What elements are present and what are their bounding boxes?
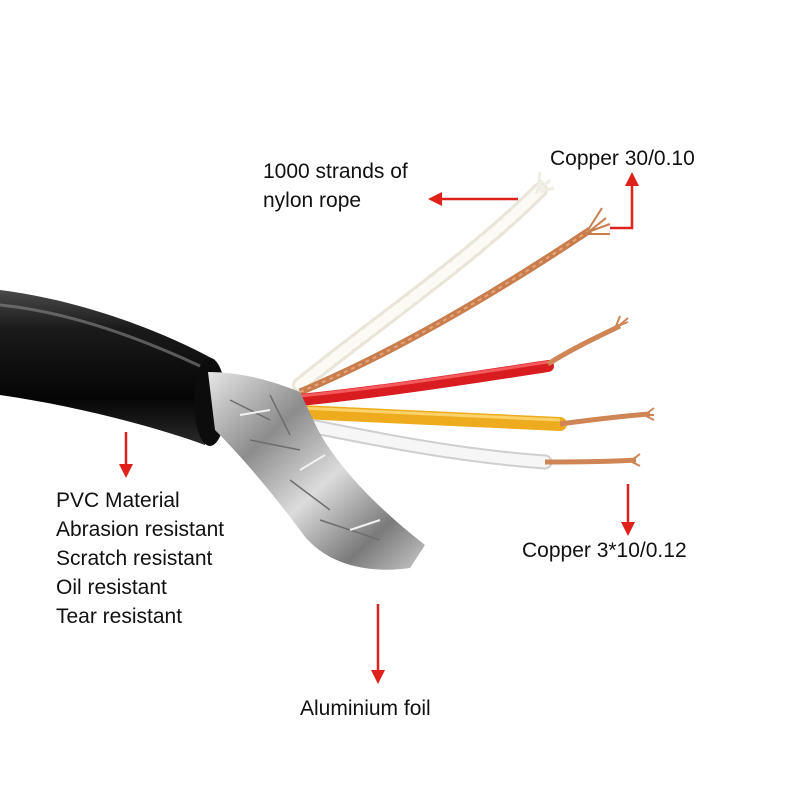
red-wire [294, 315, 629, 406]
aluminium-foil-label: Aluminium foil [300, 697, 431, 720]
white-wire [292, 416, 641, 470]
pvc-label-line-2: Abrasion resistant [56, 518, 225, 541]
copper-30-label: Copper 30/0.10 [550, 147, 695, 170]
aluminium-foil [208, 372, 425, 570]
pvc-label-line-4: Oil resistant [56, 576, 167, 599]
annotation-arrows [119, 172, 639, 684]
pvc-label-line-3: Scratch resistant [56, 547, 213, 570]
pvc-material-label: PVC Material Abrasion resistant Scratch … [56, 486, 224, 631]
nylon-rope-label: 1000 strands of nylon rope [263, 157, 408, 215]
yellow-wire [293, 405, 655, 431]
nylon-label-line-1: 1000 strands of [263, 160, 408, 183]
pvc-label-line-1: PVC Material [56, 489, 180, 512]
pvc-label-line-5: Tear resistant [56, 605, 183, 628]
nylon-label-line-2: nylon rope [263, 189, 362, 212]
copper-strand-upper [298, 207, 611, 396]
pvc-jacket [0, 290, 226, 446]
nylon-rope [292, 171, 555, 393]
copper-3-label: Copper 3*10/0.12 [522, 539, 687, 562]
